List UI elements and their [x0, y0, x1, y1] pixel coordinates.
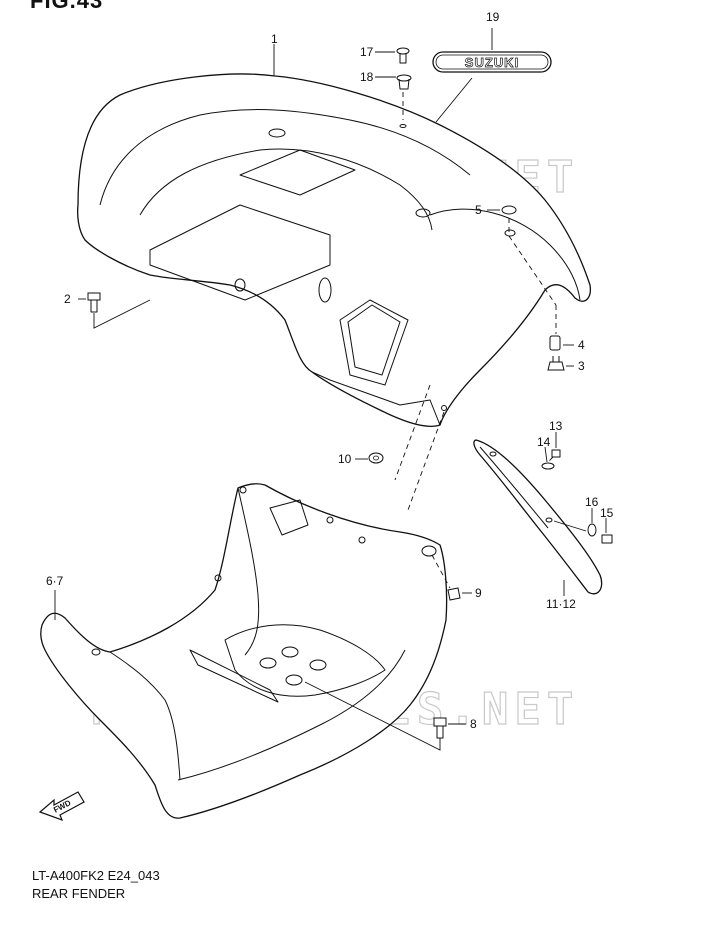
lower-fender-part [40, 483, 448, 819]
bolt-9-part [447, 587, 461, 601]
label-part-16: 16 [585, 495, 599, 509]
label-part-11-12: 11·12 [546, 597, 576, 611]
cushion-5-part [501, 205, 517, 215]
label-part-15: 15 [600, 506, 614, 520]
collar-4-part [549, 335, 561, 351]
label-part-4: 4 [578, 338, 585, 352]
leader-lines [54, 28, 607, 751]
suzuki-logo-text: SUZUKI [465, 55, 519, 70]
label-part-14: 14 [537, 435, 551, 449]
bolt-2-part [87, 292, 101, 313]
mud-flap-part [473, 439, 603, 595]
label-part-17: 17 [360, 45, 374, 59]
label-part-18: 18 [360, 70, 374, 84]
washer-10-part [368, 452, 384, 464]
forward-arrow-icon: FWD [38, 791, 85, 822]
hardware-13-14-part [541, 449, 561, 470]
label-part-5: 5 [475, 203, 482, 217]
figure-title: FIG.43 [30, 0, 104, 13]
hardware-15-16-part [587, 523, 613, 544]
label-part-19: 19 [486, 10, 500, 24]
label-part-13: 13 [549, 419, 563, 433]
bolt-8-part [433, 717, 447, 739]
grommet-18-part [396, 74, 412, 90]
screw-17-part [396, 47, 410, 64]
model-code-caption: LT-A400FK2 E24_043 [32, 868, 160, 883]
suzuki-emblem: SUZUKI [432, 51, 552, 73]
label-part-8: 8 [470, 717, 477, 731]
label-part-2: 2 [64, 292, 71, 306]
label-part-10: 10 [338, 452, 352, 466]
bolt-3-part [547, 356, 565, 371]
section-name-caption: REAR FENDER [32, 886, 126, 901]
label-part-1: 1 [271, 32, 278, 46]
label-part-6-7: 6·7 [46, 574, 64, 588]
label-part-3: 3 [578, 359, 585, 373]
label-part-9: 9 [475, 586, 482, 600]
rear-fender-part [77, 73, 591, 427]
